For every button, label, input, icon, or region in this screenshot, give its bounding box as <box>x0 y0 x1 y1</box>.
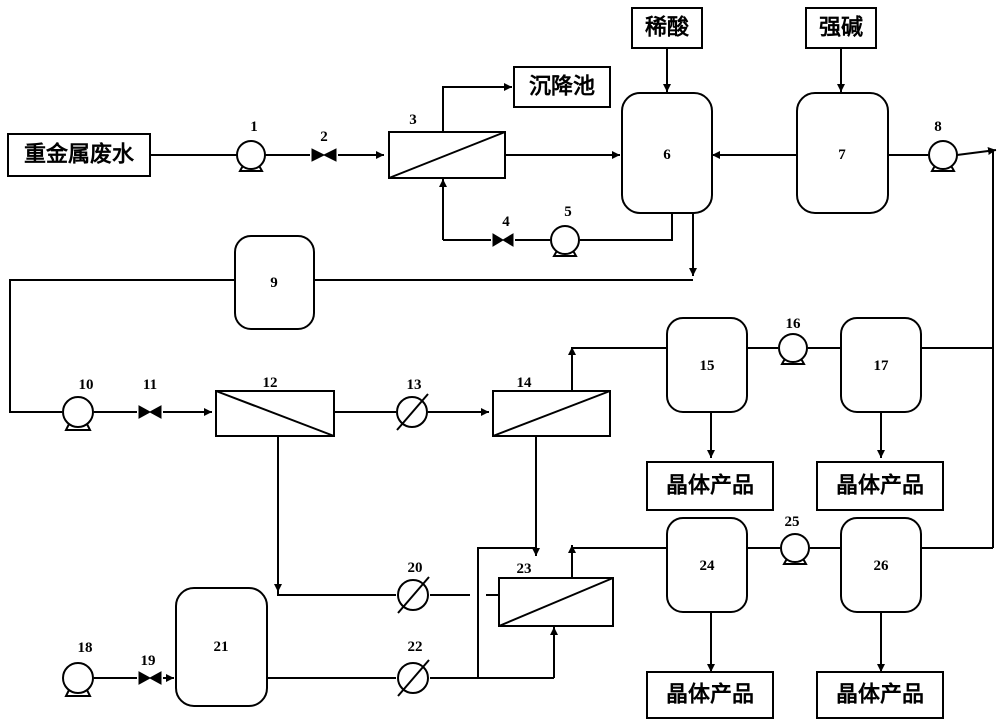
unit-number: 22 <box>408 639 423 655</box>
pump-8: 8 <box>928 119 958 172</box>
tank-21: 21 <box>175 587 268 707</box>
unit-number: 9 <box>270 275 278 291</box>
crystal-product-label: 晶体产品 <box>666 474 754 499</box>
unit-number: 18 <box>78 640 93 656</box>
unit-number: 7 <box>838 147 846 163</box>
unit-number: 21 <box>214 639 229 655</box>
crystal-product-15: 晶体产品 <box>646 461 774 511</box>
unit-number: 20 <box>408 560 423 576</box>
tank-24: 24 <box>666 517 748 613</box>
valve-11: 11 <box>138 377 162 419</box>
heat-exchanger-13: 13 <box>396 377 429 431</box>
unit-number: 25 <box>785 514 800 530</box>
unit-number: 15 <box>700 358 715 374</box>
pump-5: 5 <box>550 204 580 257</box>
membrane-filter-12: 12 <box>215 375 335 437</box>
sedimentation-label: 沉降池 <box>529 75 595 100</box>
unit-number: 5 <box>564 204 572 220</box>
pipes <box>9 48 997 682</box>
unit-number: 19 <box>141 653 156 669</box>
unit-number: 2 <box>320 129 328 145</box>
valve-2: 2 <box>311 129 337 162</box>
strong-base-source: 强碱 <box>805 7 877 49</box>
pump-16: 16 <box>778 316 808 365</box>
unit-number: 17 <box>874 358 890 374</box>
valve-4: 4 <box>492 214 514 247</box>
pump-1: 1 <box>236 119 266 172</box>
membrane-filter-23: 23 <box>498 561 614 627</box>
unit-number: 24 <box>700 558 716 574</box>
heat-exchanger-22: 22 <box>397 639 430 697</box>
tank-26: 26 <box>840 517 922 613</box>
unit-number: 1 <box>250 119 258 135</box>
unit-number: 3 <box>409 112 417 128</box>
unit-number: 6 <box>663 147 671 163</box>
membrane-filter-3: 3 <box>388 112 506 179</box>
crystal-product-17: 晶体产品 <box>816 461 944 511</box>
valve-19: 19 <box>138 653 162 685</box>
unit-number: 11 <box>143 377 157 393</box>
tank-7: 7 <box>796 92 889 214</box>
tank-9: 9 <box>234 235 315 330</box>
heat-exchanger-20: 20 <box>397 560 430 614</box>
unit-number: 14 <box>517 375 533 391</box>
strong-base-label: 强碱 <box>819 15 863 41</box>
unit-number: 8 <box>934 119 942 135</box>
pump-18: 18 <box>62 640 94 697</box>
sedimentation-tank: 沉降池 <box>513 66 611 108</box>
wastewater-source: 重金属废水 <box>7 133 151 177</box>
dilute-acid-label: 稀酸 <box>645 15 690 41</box>
pump-10: 10 <box>62 377 94 431</box>
unit-number: 13 <box>407 377 422 393</box>
crystal-product-label: 晶体产品 <box>666 683 754 708</box>
crystal-product-label: 晶体产品 <box>836 474 924 499</box>
tank-15: 15 <box>666 317 748 413</box>
crystal-product-26: 晶体产品 <box>816 671 944 719</box>
tank-6: 6 <box>621 92 713 214</box>
tank-17: 17 <box>840 317 922 413</box>
unit-number: 10 <box>79 377 94 393</box>
pump-25: 25 <box>780 514 810 565</box>
unit-number: 16 <box>786 316 802 332</box>
unit-number: 23 <box>517 561 532 577</box>
crystal-product-24: 晶体产品 <box>646 671 774 719</box>
dilute-acid-source: 稀酸 <box>631 7 703 49</box>
unit-number: 26 <box>874 558 890 574</box>
membrane-filter-14: 14 <box>492 375 611 437</box>
wastewater-label: 重金属废水 <box>24 142 135 168</box>
unit-number: 4 <box>502 214 510 230</box>
unit-number: 12 <box>263 375 278 391</box>
crystal-product-label: 晶体产品 <box>836 683 924 708</box>
